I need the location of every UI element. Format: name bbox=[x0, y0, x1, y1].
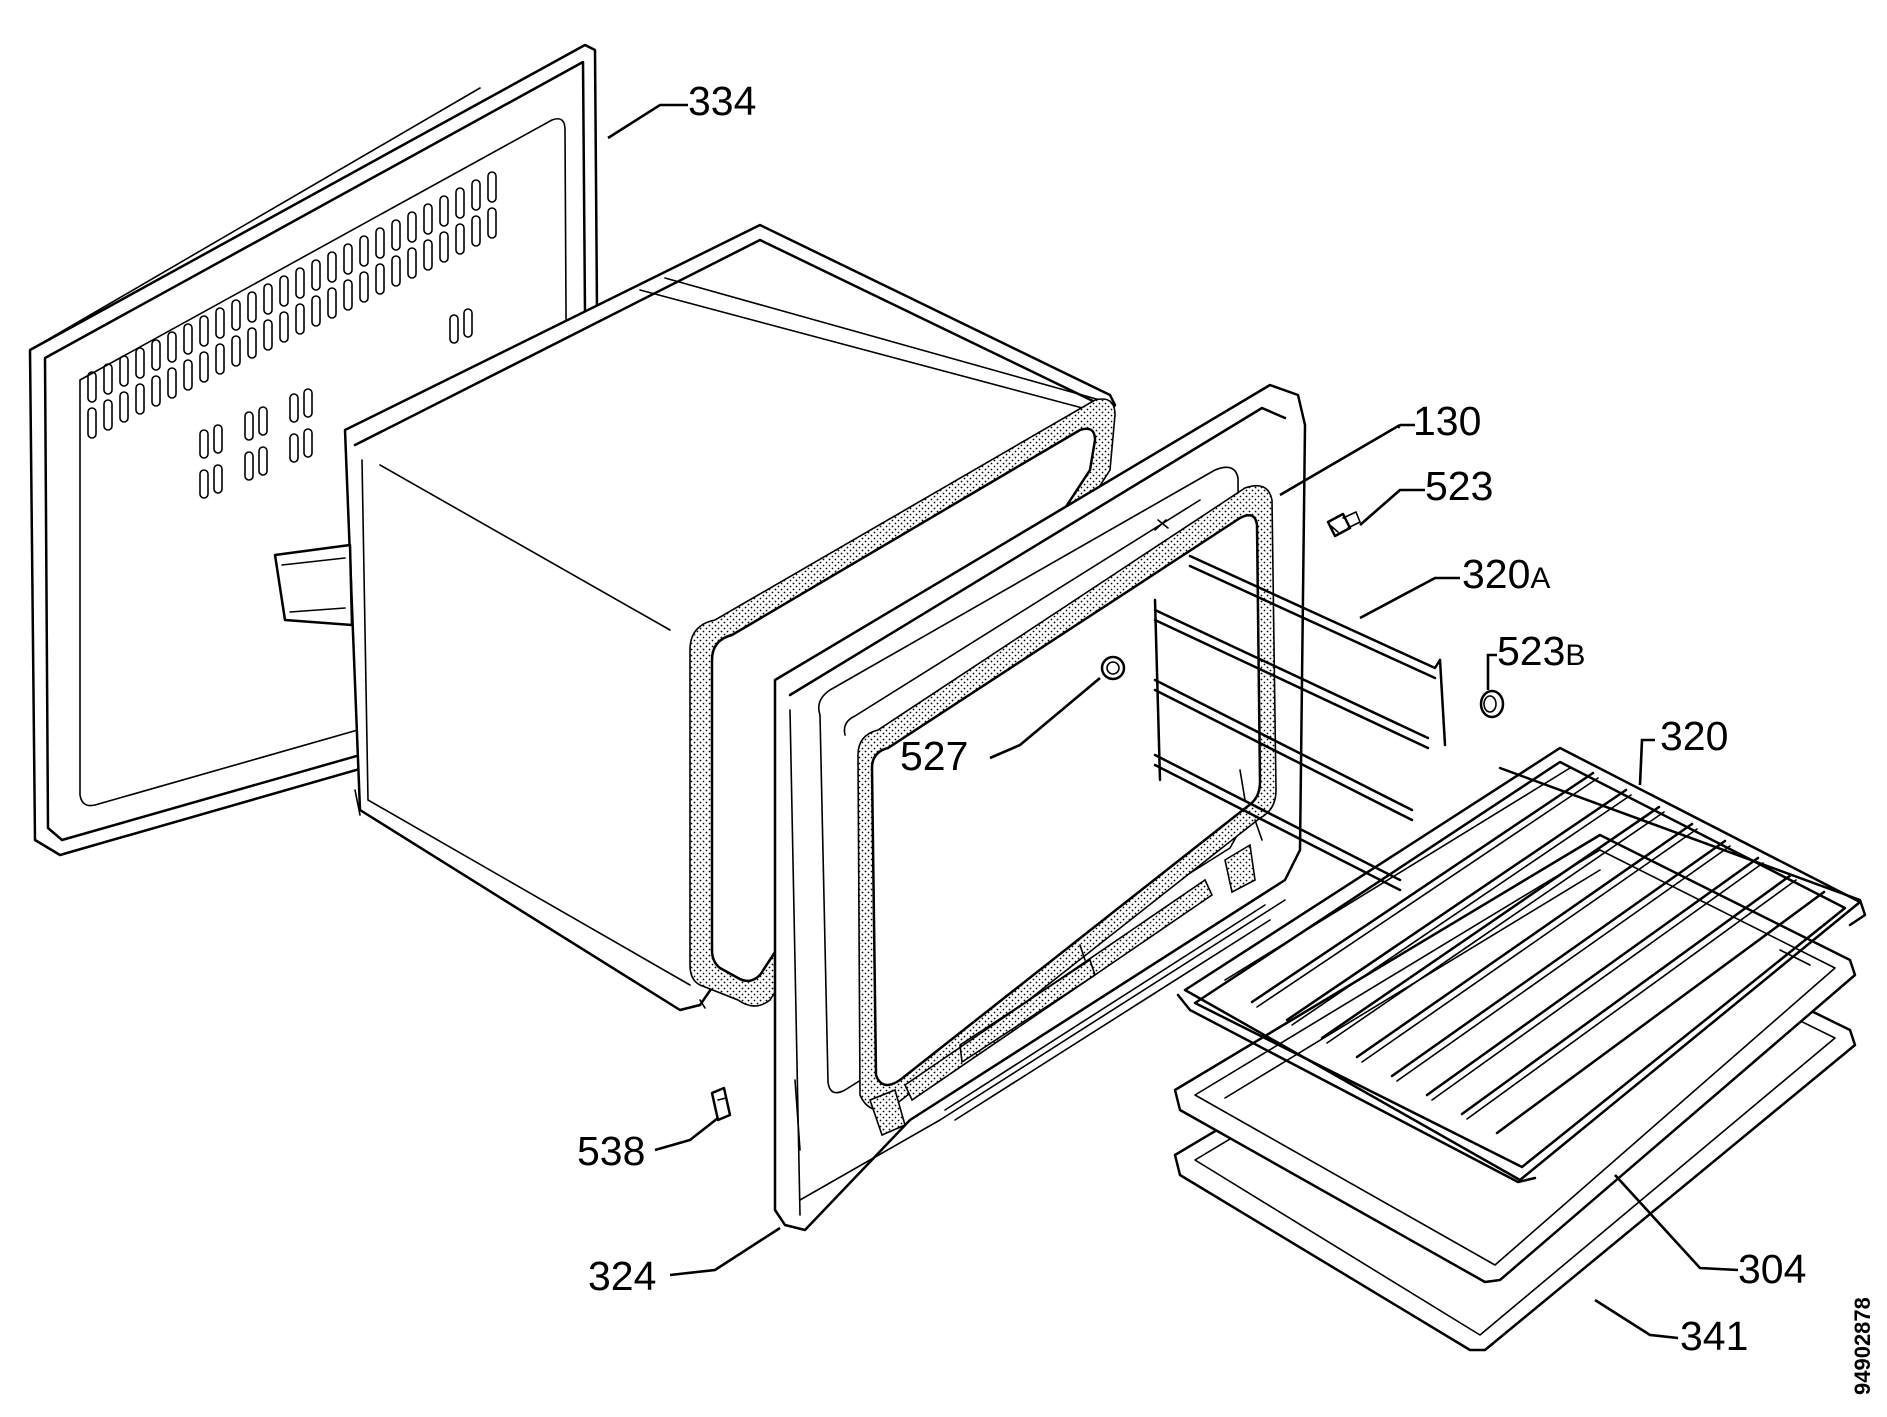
rack-pin bbox=[1326, 511, 1361, 538]
front-frame bbox=[773, 383, 1307, 1232]
wire-shelf bbox=[1176, 746, 1867, 1184]
part-label-538: 538 bbox=[577, 1128, 645, 1174]
part-label-523b: 523B bbox=[1497, 628, 1585, 674]
part-label-334: 334 bbox=[688, 78, 756, 124]
door-clip bbox=[710, 1086, 732, 1122]
rack-bushing bbox=[1479, 689, 1505, 719]
part-label-523: 523 bbox=[1425, 463, 1493, 509]
part-label-527: 527 bbox=[900, 733, 968, 779]
part-label-341: 341 bbox=[1680, 1313, 1748, 1359]
part-label-320a: 320A bbox=[1462, 551, 1550, 597]
vent-slots bbox=[87, 171, 497, 499]
part-label-320: 320 bbox=[1660, 713, 1728, 759]
part-label-324: 324 bbox=[588, 1253, 656, 1299]
side-shelf-guides bbox=[1153, 554, 1447, 892]
document-id: 94902878 bbox=[1850, 1297, 1875, 1395]
part-label-130: 130 bbox=[1413, 398, 1481, 444]
part-labels: 334 130 523 320A 523B 320 527 538 324 30… bbox=[577, 78, 1875, 1395]
part-label-304: 304 bbox=[1738, 1246, 1806, 1292]
lamp-holder bbox=[1100, 655, 1126, 681]
leader-lines bbox=[607, 103, 1739, 1340]
